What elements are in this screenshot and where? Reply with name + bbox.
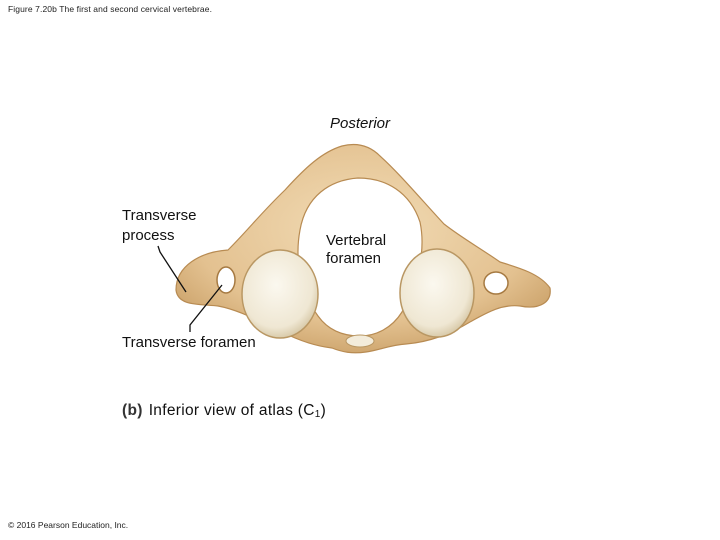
copyright-notice: © 2016 Pearson Education, Inc. bbox=[8, 520, 129, 530]
right-articular-facet bbox=[399, 248, 475, 338]
right-transverse-foramen bbox=[483, 271, 509, 295]
caption-close: ) bbox=[320, 402, 327, 419]
dens-facet bbox=[345, 334, 375, 348]
figure-title: Figure 7.20b The first and second cervic… bbox=[8, 4, 213, 14]
caption-subscript: 1 bbox=[314, 409, 321, 420]
caption-part-letter: (b) bbox=[122, 402, 143, 419]
label-vertebral-foramen-line1: Vertebral bbox=[326, 232, 387, 249]
left-articular-facet bbox=[241, 249, 319, 339]
caption-text: Inferior view of atlas (C bbox=[148, 402, 315, 419]
label-posterior: Posterior bbox=[330, 115, 391, 132]
label-transverse-process-line2: process bbox=[122, 227, 175, 244]
label-transverse-process-line1: Transverse bbox=[122, 207, 197, 224]
transverse-foramen-leader bbox=[189, 284, 223, 332]
label-transverse-foramen: Transverse foramen bbox=[122, 334, 256, 351]
transverse-process-leader bbox=[157, 245, 187, 293]
left-transverse-foramen bbox=[216, 266, 236, 294]
figure-caption: (b) Inferior view of atlas (C1) bbox=[122, 402, 326, 420]
label-vertebral-foramen-line2: foramen bbox=[326, 250, 382, 267]
